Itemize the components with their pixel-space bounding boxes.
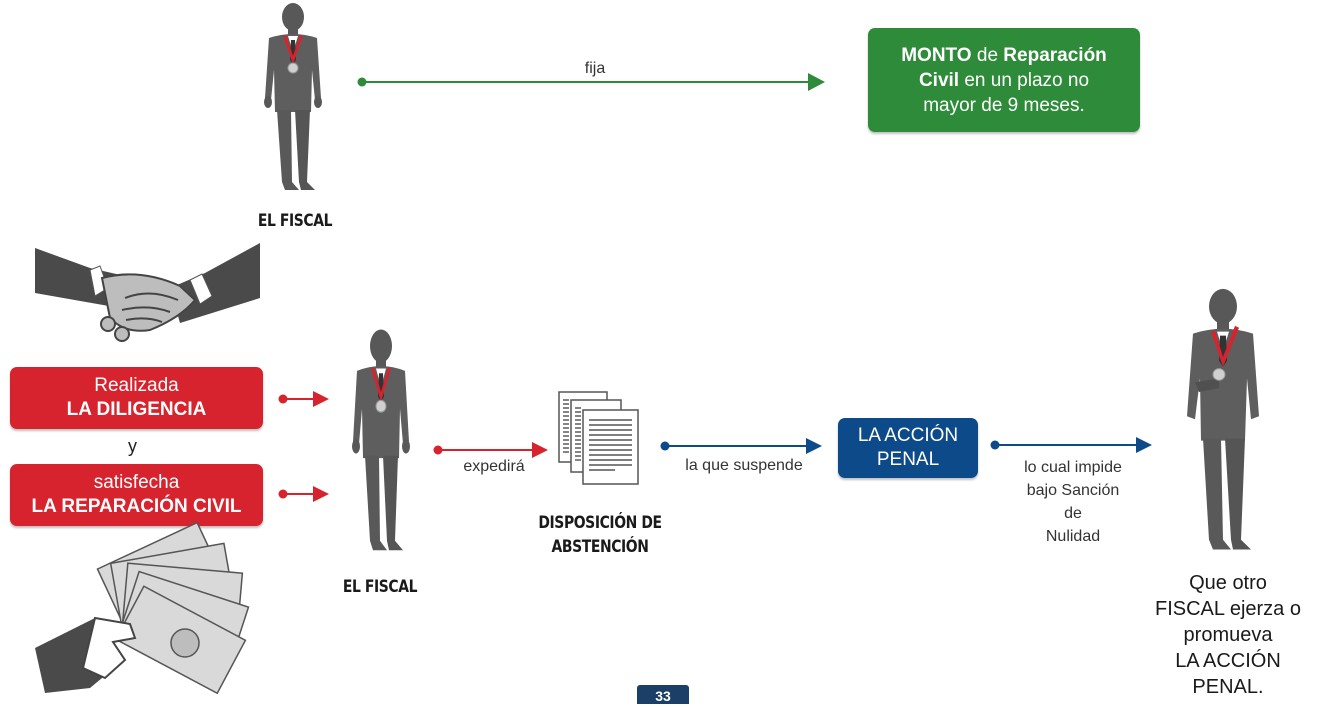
meses-text: mayor de 9 meses.: [923, 94, 1085, 116]
impide-line4: Nulidad: [1045, 528, 1101, 545]
reparacion-bold: Reparación: [1003, 44, 1107, 66]
right-line1: Que otro: [1189, 572, 1267, 594]
fija-label: fija: [584, 60, 606, 77]
accion-line1: LA ACCIÓN: [857, 425, 959, 446]
fija-arrow: [357, 73, 825, 91]
impide-line3: de: [1064, 505, 1082, 522]
suspende-label: la que suspende: [685, 457, 803, 474]
reparacion-box: satisfecha LA REPARACIÓN CIVIL: [10, 464, 263, 526]
civil-bold: Civil: [918, 69, 960, 91]
satisfecha-text: satisfecha: [93, 472, 180, 493]
top-fiscal-caption: EL FISCAL: [257, 211, 333, 231]
right-line3: promueva: [1183, 624, 1273, 646]
la-reparacion-civil-text: LA REPARACIÓN CIVIL: [31, 496, 242, 517]
disposicion-caption-line1: DISPOSICIÓN DE: [538, 513, 662, 533]
document-stack-icon: [558, 391, 639, 485]
fiscal-figure-icon: [1175, 285, 1265, 567]
money-icon: [35, 521, 250, 695]
disposicion-caption-line2: ABSTENCIÓN: [551, 537, 649, 557]
impide-arrow: [990, 437, 1152, 453]
right-line2: FISCAL ejerza o: [1155, 598, 1301, 620]
monto-box: MONTO de Reparación Civil en un plazo no…: [868, 28, 1140, 132]
expedira-arrow: [433, 442, 548, 458]
diligencia-arrow: [278, 391, 329, 407]
realizada-text: Realizada: [94, 375, 179, 396]
handshake-icon: [35, 243, 260, 342]
impide-label: lo cual impide bajo Sanción de Nulidad: [998, 456, 1148, 548]
accion-penal-box: LA ACCIÓN PENAL: [838, 418, 978, 478]
accion-line2: PENAL: [876, 449, 940, 470]
reparacion-arrow: [278, 486, 329, 502]
expedira-label: expedirá: [463, 458, 525, 475]
impide-line2: bajo Sanción: [1026, 482, 1120, 499]
diligencia-box: Realizada LA DILIGENCIA: [10, 367, 263, 429]
monto-bold: MONTO: [901, 44, 972, 66]
middle-fiscal-caption: EL FISCAL: [342, 577, 418, 597]
fiscal-figure-icon: [255, 0, 335, 200]
y-connector: y: [128, 436, 137, 456]
monto-de: de: [971, 44, 1004, 66]
suspende-arrow: [660, 438, 822, 454]
impide-line1: lo cual impide: [1024, 459, 1122, 476]
fiscal-figure-icon: [343, 326, 423, 562]
page-number: 33: [655, 688, 671, 704]
la-diligencia-text: LA DILIGENCIA: [66, 399, 207, 420]
plazo-text: en un plazo no: [959, 69, 1090, 91]
que-otro-fiscal-text: Que otro FISCAL ejerza o promueva LA ACC…: [1138, 570, 1318, 700]
page-number-badge: 33: [637, 685, 689, 704]
right-line5: PENAL.: [1192, 676, 1264, 698]
right-line4: LA ACCIÓN: [1175, 650, 1281, 672]
